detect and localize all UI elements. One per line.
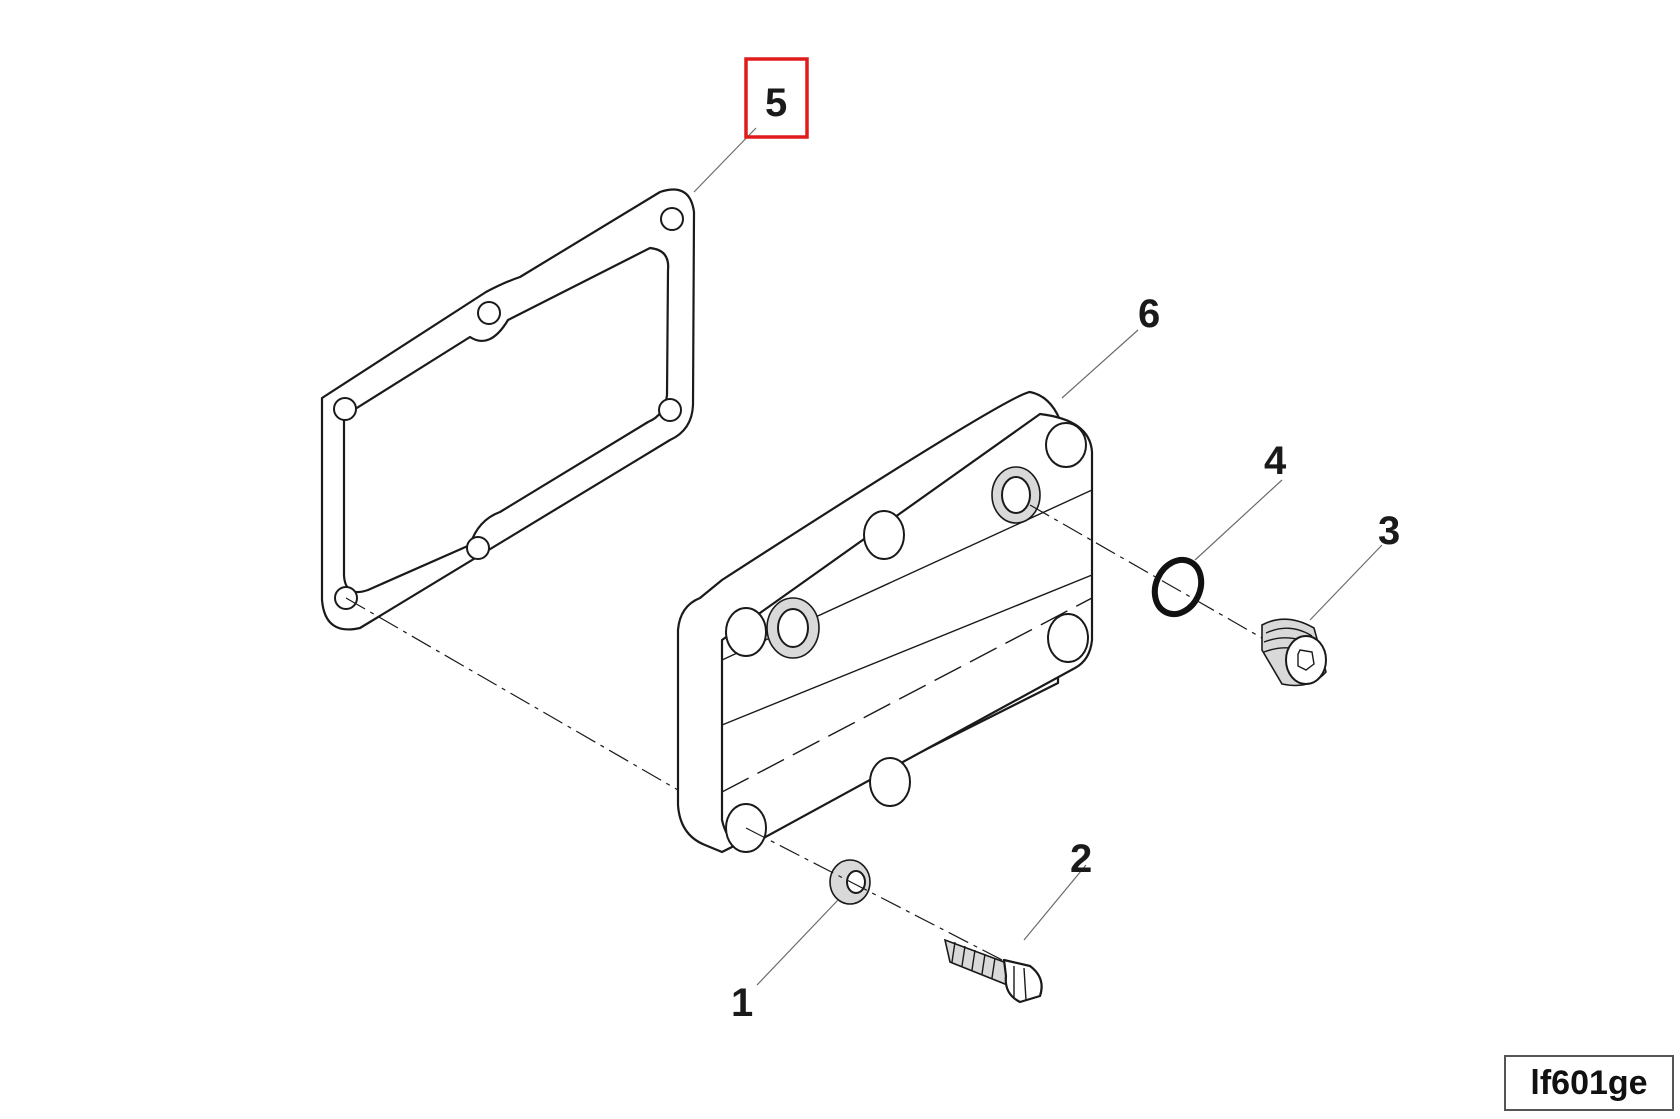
plug-part-3[interactable]	[1261, 618, 1327, 687]
callout-6[interactable]: 6	[1138, 292, 1160, 336]
gasket-part-5[interactable]	[320, 188, 696, 631]
callout-3[interactable]: 3	[1378, 509, 1400, 553]
callout-1[interactable]: 1	[731, 981, 753, 1025]
highlight-box-callout-5	[744, 57, 809, 139]
cover-plate-part-6[interactable]	[676, 390, 1094, 854]
o-ring-part-4[interactable]	[1146, 552, 1210, 621]
reference-code-label: lf601ge	[1504, 1055, 1674, 1111]
callout-2[interactable]: 2	[1070, 837, 1092, 881]
callout-4[interactable]: 4	[1264, 439, 1287, 483]
callout-5[interactable]: 5	[765, 81, 787, 125]
bolt-part-2[interactable]	[943, 938, 1043, 1004]
